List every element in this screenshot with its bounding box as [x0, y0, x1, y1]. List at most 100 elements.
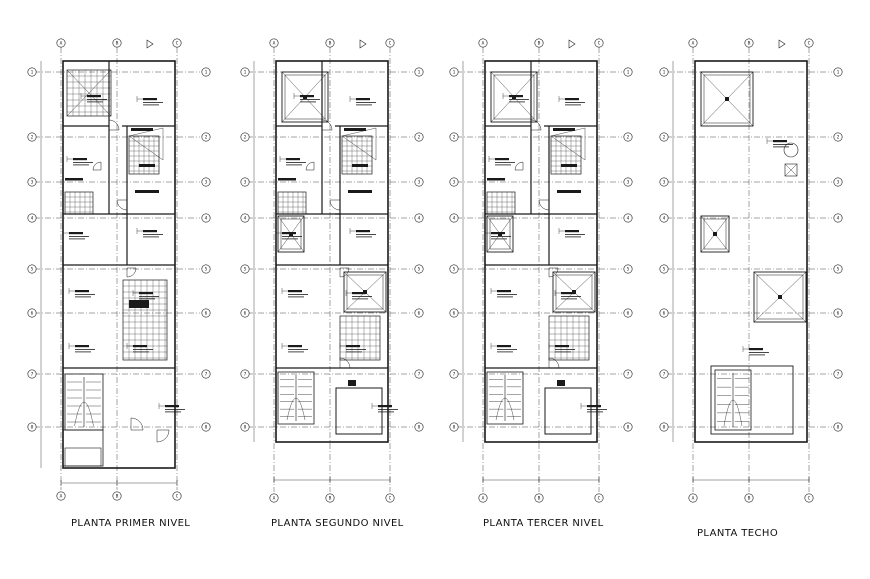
axis-left-3-label: 3 [453, 180, 456, 186]
room-label-bar [143, 230, 157, 233]
skylight-inner [493, 74, 535, 120]
axis-right-3-label: 3 [837, 180, 840, 186]
room-label-bar [346, 345, 360, 348]
room-label-bar [749, 348, 763, 351]
axis-left-5 [27, 264, 37, 274]
tiled-area [550, 135, 582, 175]
room-label-bar [497, 290, 511, 293]
room-label-text [165, 409, 185, 410]
axis-left-5-label: 5 [31, 267, 34, 273]
axis-left-2-label: 2 [453, 135, 456, 141]
tiled-area [339, 315, 381, 361]
room-label-text [497, 296, 513, 298]
fixture-block [352, 164, 368, 167]
axis-left-3 [659, 177, 669, 187]
door-swing [116, 199, 128, 211]
room-label-bar [133, 345, 147, 348]
skylight-inner [703, 218, 727, 250]
north-arrow-icon [146, 39, 154, 49]
room-label-bar [509, 95, 523, 98]
axis-left-6 [27, 308, 37, 318]
axis-right-1-label: 1 [205, 70, 208, 76]
axis-right-8 [414, 422, 424, 432]
axis-left-7 [240, 369, 250, 379]
axis-top-B [534, 38, 544, 48]
room-label-text [587, 409, 607, 410]
axis-bottom-B-label: B [116, 494, 119, 500]
room-label-text [73, 164, 89, 166]
axis-left-6-label: 6 [453, 311, 456, 317]
axis-right-8-label: 8 [627, 425, 630, 431]
room-label-bar [565, 98, 579, 101]
axis-top-B-label: B [329, 41, 332, 47]
axis-right-7 [201, 369, 211, 379]
axis-bottom-B [112, 491, 122, 501]
axis-top-A [478, 38, 488, 48]
axis-left-3-label: 3 [244, 180, 247, 186]
axis-top-A-label: A [482, 41, 485, 47]
skylight [277, 215, 305, 253]
room-label-text [773, 146, 789, 148]
door-swing [156, 429, 170, 443]
fixture-block [139, 164, 155, 167]
skylight [486, 215, 514, 253]
axis-left-7 [27, 369, 37, 379]
axis-right-4 [201, 213, 211, 223]
axis-left-8-label: 8 [244, 425, 247, 431]
shower-hatch [128, 127, 164, 161]
axis-left-4 [27, 213, 37, 223]
door-swing [130, 417, 144, 431]
balcony [335, 387, 383, 435]
axis-bottom-B-label: B [748, 496, 751, 502]
axis-left-6 [659, 308, 669, 318]
fixture-block [348, 190, 372, 193]
axis-left-8 [27, 422, 37, 432]
axis-right-5-label: 5 [205, 267, 208, 273]
axis-left-5-label: 5 [453, 267, 456, 273]
door-swing [126, 267, 137, 278]
room-label-bar [587, 405, 601, 408]
axis-right-3 [623, 177, 633, 187]
tiled-area [486, 191, 516, 215]
axis-top-C-label: C [176, 41, 179, 47]
axis-left-4 [659, 213, 669, 223]
skylight [753, 271, 807, 323]
fixture-block [561, 164, 577, 167]
room-label-bar [565, 230, 579, 233]
axis-bottom-C [594, 493, 604, 503]
room-label-text [555, 351, 571, 353]
axis-left-7 [449, 369, 459, 379]
room-label-bar [378, 405, 392, 408]
fixture-block [487, 178, 505, 181]
axis-left-3-label: 3 [663, 180, 666, 186]
room-label-text [565, 234, 585, 235]
room-label-text [69, 236, 89, 237]
axis-right-1 [201, 67, 211, 77]
axis-right-6 [201, 308, 211, 318]
axis-left-2-label: 2 [244, 135, 247, 141]
axis-left-4 [449, 213, 459, 223]
axis-right-2-label: 2 [837, 135, 840, 141]
room-label-text [143, 102, 163, 103]
skylight-inner [555, 274, 593, 310]
axis-right-2 [833, 132, 843, 142]
axis-left-1-label: 1 [453, 70, 456, 76]
axis-top-B-label: B [748, 41, 751, 47]
room-label-text [495, 164, 511, 166]
axis-bottom-A-label: A [692, 496, 695, 502]
axis-top-B-label: B [538, 41, 541, 47]
axis-left-4-label: 4 [244, 216, 247, 222]
garage-zone [64, 447, 102, 467]
shower-hatch [550, 127, 586, 161]
axis-right-3-label: 3 [418, 180, 421, 186]
fixture-block [135, 190, 159, 193]
room-label-bar [561, 292, 575, 295]
axis-left-8 [240, 422, 250, 432]
room-label-text [509, 101, 525, 103]
room-label-bar [288, 345, 302, 348]
room-label-text [352, 296, 372, 297]
axis-right-2-label: 2 [205, 135, 208, 141]
